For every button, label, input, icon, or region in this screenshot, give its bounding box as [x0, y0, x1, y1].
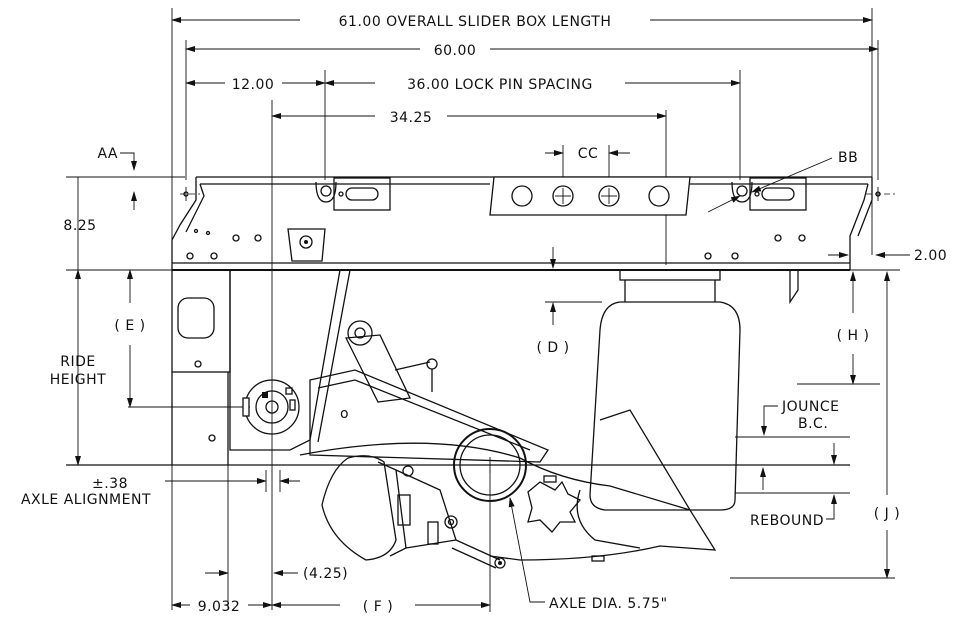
slider-box-frame	[171, 176, 895, 465]
jounce-label: JOUNCE	[781, 399, 840, 415]
four-25-label: (4.25)	[303, 566, 348, 582]
nine-032-label: 9.032	[198, 599, 241, 615]
twelve-label: 12.00	[232, 77, 275, 93]
e-label: ( E )	[114, 318, 145, 334]
extension-lines	[66, 8, 900, 612]
aa-label: AA	[97, 146, 118, 162]
dimension-labels: 61.00 OVERALL SLIDER BOX LENGTH 60.00 12…	[21, 9, 947, 615]
overall-length-label: 61.00 OVERALL SLIDER BOX LENGTH	[339, 14, 612, 30]
f-label: ( F )	[363, 599, 393, 615]
eight-25-label: 8.25	[63, 218, 96, 234]
j-label: ( J )	[874, 506, 900, 522]
two-00-label: 2.00	[914, 248, 947, 264]
svg-text:o: o	[340, 406, 349, 422]
trailing-arm: o	[229, 269, 717, 562]
axle-alignment-label: AXLE ALIGNMENT	[21, 492, 151, 508]
brake-chamber	[321, 455, 506, 569]
bb-label: BB	[838, 150, 858, 166]
sixty-label: 60.00	[434, 43, 477, 59]
d-label: ( D )	[536, 340, 569, 356]
rebound-label: REBOUND	[750, 513, 824, 529]
axle-dia-label: AXLE DIA. 5.75"	[549, 596, 668, 612]
ride-label: RIDE	[60, 354, 95, 370]
h-label: ( H )	[837, 328, 870, 344]
bc-label: B.C.	[798, 416, 828, 432]
dimension-lines	[75, 17, 910, 608]
air-spring	[589, 269, 741, 511]
lock-pin-spacing-label: 36.00 LOCK PIN SPACING	[407, 77, 593, 93]
plusminus-label: ±.38	[92, 476, 128, 492]
height-label: HEIGHT	[50, 372, 106, 388]
thirty-four-label: 34.25	[390, 110, 433, 126]
cc-label: CC	[578, 146, 599, 162]
